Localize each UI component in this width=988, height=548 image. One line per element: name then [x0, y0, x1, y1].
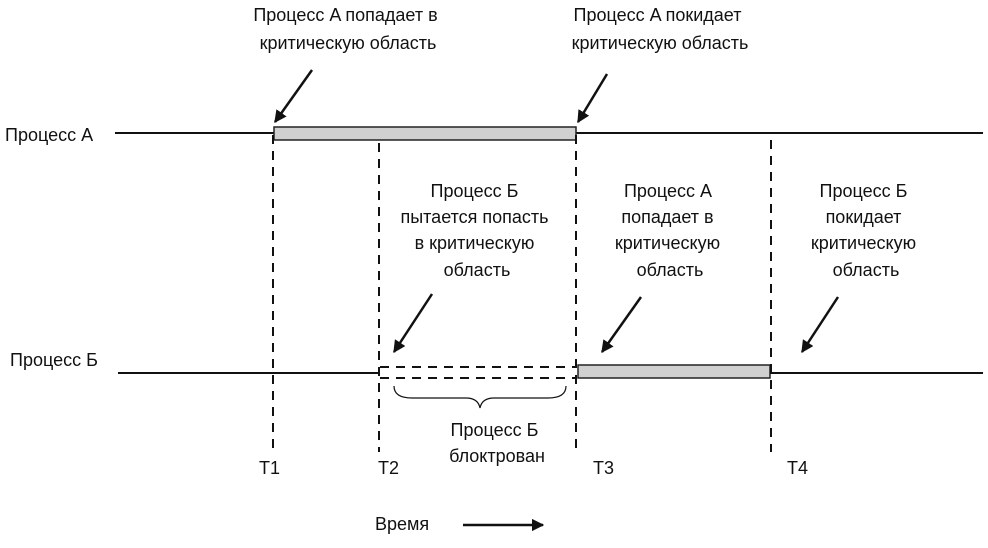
annotation-b-blocked: Процесс Б блоктрован: [449, 420, 545, 466]
annotation-b-leaves: Процесс Б покидает критическую область: [811, 181, 921, 280]
annotation-a-enters-t3-line-4: область: [637, 260, 704, 280]
t3-label: T3: [593, 458, 614, 478]
t2-label: T2: [378, 458, 399, 478]
annotation-a-leaves-line-1: Процесс A покидает: [574, 5, 742, 25]
annotation-b-tries-line-3: в критическую: [415, 233, 535, 253]
annotation-a-enters-t3-line-3: критическую: [615, 233, 720, 253]
arrow-a-leaves: [576, 73, 609, 124]
arrow-a-enters: [273, 69, 314, 124]
process-a-critical-bar: [273, 126, 577, 141]
process-b-label: Процесс Б: [10, 350, 98, 370]
annotation-a-leaves-line-2: критическую область: [572, 33, 749, 53]
annotation-b-blocked-line-2: блоктрован: [449, 446, 545, 466]
annotation-b-blocked-line-1: Процесс Б: [451, 420, 539, 440]
t4-label: T4: [787, 458, 808, 478]
annotation-b-leaves-line-4: область: [833, 260, 900, 280]
process-b-critical-bar: [577, 364, 771, 379]
annotation-a-leaves: Процесс A покидает критическую область: [572, 5, 749, 53]
annotation-a-enters: Процесс A попадает в критическую область: [253, 5, 442, 53]
arrow-a-enters-t3: [600, 296, 643, 354]
annotation-a-enters-t3: Процесс A попадает в критическую область: [615, 181, 725, 280]
annotation-b-leaves-line-1: Процесс Б: [820, 181, 908, 201]
annotation-a-enters-t3-line-1: Процесс A: [624, 181, 712, 201]
arrow-b-leaves: [800, 296, 840, 354]
annotation-a-enters-line-1: Процесс A попадает в: [253, 5, 437, 25]
t1-label: T1: [259, 458, 280, 478]
annotation-b-tries-line-4: область: [444, 260, 511, 280]
process-a-label: Процесс A: [5, 125, 93, 145]
annotation-b-leaves-line-2: покидает: [826, 207, 902, 227]
annotation-a-enters-t3-line-2: попадает в: [621, 207, 713, 227]
time-axis-label: Время: [375, 514, 429, 534]
blocked-interval-brace: [393, 385, 567, 409]
arrow-b-tries: [392, 293, 434, 354]
annotation-b-tries-line-1: Процесс Б: [431, 181, 519, 201]
annotation-a-enters-line-2: критическую область: [260, 33, 437, 53]
annotation-b-tries: Процесс Б пытается попасть в критическую…: [400, 181, 553, 280]
annotation-b-tries-line-2: пытается попасть: [400, 207, 548, 227]
annotation-b-leaves-line-3: критическую: [811, 233, 916, 253]
